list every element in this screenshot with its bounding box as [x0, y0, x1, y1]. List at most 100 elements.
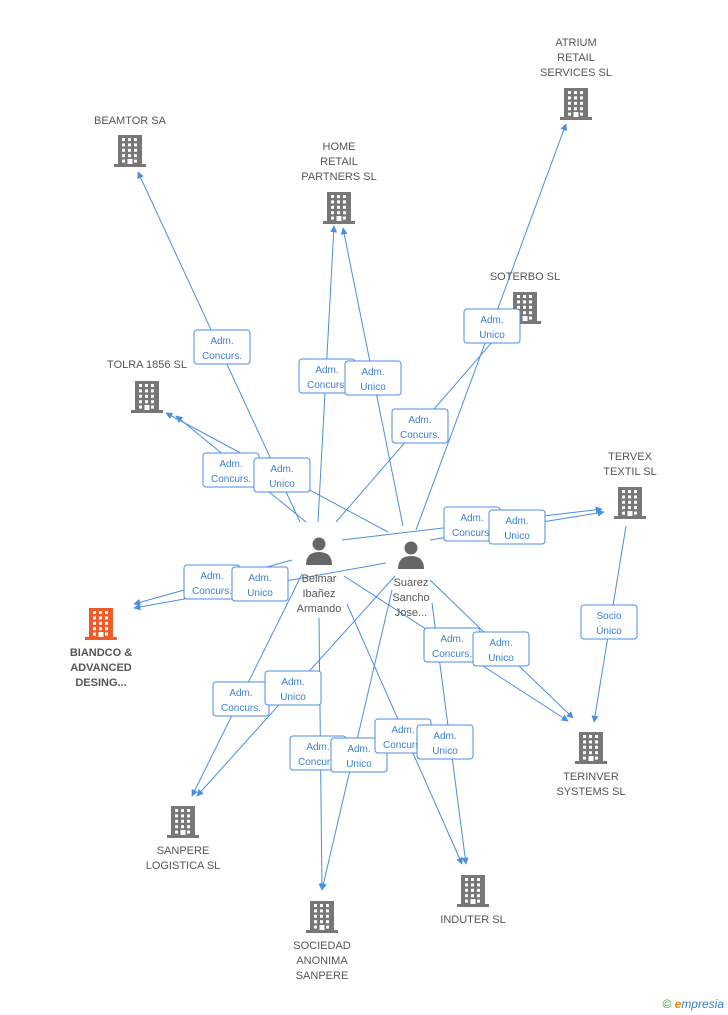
relation-text: Concurs. [211, 474, 251, 485]
node-label-atrium[interactable]: RETAIL [557, 52, 595, 64]
building-icon [457, 875, 489, 907]
node-soterbo[interactable]: SOTERBO SL [490, 271, 560, 324]
relation-label-r6[interactable]: Adm. Concurs. [202, 452, 260, 488]
relation-text: Adm. [489, 638, 512, 649]
copyright-footer: © empresia [662, 997, 724, 1011]
node-sanpere_log[interactable]: SANPERE LOGISTICA SL [146, 806, 221, 872]
edges-layer [133, 123, 627, 891]
relation-label-r3[interactable]: Adm. Unico [344, 360, 402, 396]
node-label-belmar[interactable]: Ibañez [302, 588, 335, 600]
relation-label-r20[interactable]: Adm.Unico [416, 724, 474, 760]
relation-label-r1[interactable]: Adm.Concurs. [193, 329, 251, 365]
relation-text: Socio [596, 611, 621, 622]
node-label-sanpere_sa[interactable]: ANONIMA [296, 955, 348, 967]
relation-text: Unico [360, 382, 386, 393]
node-label-sanpere_log[interactable]: LOGISTICA SL [146, 860, 221, 872]
relation-text: Adm. [229, 688, 252, 699]
relation-text: Adm. [210, 336, 233, 347]
node-sanpere_sa[interactable]: SOCIEDAD ANONIMA SANPERE [293, 901, 351, 982]
building-icon [306, 901, 338, 933]
node-label-tervex[interactable]: TERVEX [608, 451, 652, 463]
building-icon [85, 608, 117, 640]
node-label-tolra[interactable]: TOLRA 1856 SL [107, 359, 187, 371]
node-label-belmar[interactable]: Armando [297, 603, 342, 615]
node-biandco[interactable]: BIANDCO & ADVANCED DESING... [70, 608, 132, 689]
relation-text: Unico [479, 330, 505, 341]
relation-text: Concurs. [298, 757, 338, 768]
brand-name[interactable]: mpresia [681, 997, 724, 1011]
person-icon [398, 541, 424, 569]
relation-text: Concurs. [221, 703, 261, 714]
node-label-sanpere_log[interactable]: SANPERE [157, 845, 210, 857]
node-label-suarez[interactable]: Sancho [392, 592, 429, 604]
node-label-atrium[interactable]: SERVICES SL [540, 67, 612, 79]
copyright-symbol: © [662, 997, 672, 1011]
node-label-tervex[interactable]: TEXTIL SL [603, 466, 656, 478]
node-label-sanpere_sa[interactable]: SOCIEDAD [293, 940, 351, 952]
relation-label-r11[interactable]: Adm.Unico [231, 566, 289, 602]
node-label-induter[interactable]: INDUTER SL [440, 914, 505, 926]
node-label-terinver[interactable]: TERINVER [563, 771, 619, 783]
relation-text: Adm. [408, 415, 431, 426]
relation-text: Unico [504, 531, 530, 542]
relation-text: Adm. [361, 367, 384, 378]
relation-label-r4[interactable]: Adm.Unico [463, 308, 521, 344]
relation-text: Concurs. [192, 586, 232, 597]
node-home[interactable]: HOME RETAIL PARTNERS SL [301, 141, 377, 224]
node-label-suarez[interactable]: Suarez [394, 577, 429, 589]
relation-label-r7[interactable]: Adm. Unico [253, 457, 311, 493]
relation-label-r14[interactable]: Adm. Unico [472, 631, 530, 667]
building-icon [167, 806, 199, 838]
relation-label-r15[interactable]: Adm. Concurs. [212, 681, 270, 717]
node-label-beamtor[interactable]: BEAMTOR SA [94, 115, 167, 127]
node-label-terinver[interactable]: SYSTEMS SL [556, 786, 625, 798]
relation-text: Adm. [281, 677, 304, 688]
building-icon [131, 381, 163, 413]
node-terinver[interactable]: TERINVER SYSTEMS SL [556, 732, 626, 798]
node-label-biandco[interactable]: DESING... [75, 677, 126, 689]
building-icon [575, 732, 607, 764]
node-label-biandco[interactable]: BIANDCO & [70, 647, 132, 659]
node-suarez[interactable]: SuarezSanchoJose... [392, 541, 430, 620]
node-induter[interactable]: INDUTER SL [440, 875, 506, 926]
person-icon [306, 537, 332, 565]
node-label-belmar[interactable]: Belmar [302, 573, 337, 585]
node-label-atrium[interactable]: ATRIUM [555, 37, 596, 49]
relation-text: Unico [432, 746, 458, 757]
node-label-sanpere_sa[interactable]: SANPERE [296, 970, 349, 982]
node-beamtor[interactable]: BEAMTOR SA [94, 115, 167, 167]
relation-text: Adm. [248, 573, 271, 584]
node-label-suarez[interactable]: Jose... [395, 607, 427, 619]
relation-text: Unico [269, 479, 295, 490]
relation-text: Adm. [219, 459, 242, 470]
relation-text: Unico [346, 759, 372, 770]
relation-label-r16[interactable]: Adm. Unico [264, 670, 322, 706]
relation-text: Adm. [460, 513, 483, 524]
node-label-biandco[interactable]: ADVANCED [70, 662, 132, 674]
relation-text: Concurs. [452, 528, 492, 539]
node-atrium[interactable]: ATRIUM RETAIL SERVICES SL [540, 37, 612, 120]
relation-text: Unico [280, 692, 306, 703]
node-tervex[interactable]: TERVEX TEXTIL SL [603, 451, 657, 519]
relation-text: Adm. [200, 571, 223, 582]
relation-label-r13[interactable]: Adm.Concurs. [423, 627, 481, 663]
relation-text: Concurs. [400, 430, 440, 441]
relation-label-r5[interactable]: Adm. Concurs. [391, 408, 449, 444]
relation-text: Unico [488, 653, 514, 664]
relation-text: Adm. [270, 464, 293, 475]
relation-text: Concurs. [307, 380, 347, 391]
brand-initial[interactable]: e [674, 997, 682, 1011]
node-label-home[interactable]: HOME [323, 141, 356, 153]
relation-text: Adm. [391, 725, 414, 736]
node-tolra[interactable]: TOLRA 1856 SL [107, 359, 187, 413]
relation-label-r10[interactable]: Adm. Concurs. [183, 564, 241, 600]
relation-label-r9[interactable]: Adm.Unico [488, 509, 546, 545]
node-label-home[interactable]: RETAIL [320, 156, 358, 168]
node-label-home[interactable]: PARTNERS SL [301, 171, 376, 183]
relation-label-r18[interactable]: Adm.Unico [330, 737, 388, 773]
node-label-soterbo[interactable]: SOTERBO SL [490, 271, 560, 283]
